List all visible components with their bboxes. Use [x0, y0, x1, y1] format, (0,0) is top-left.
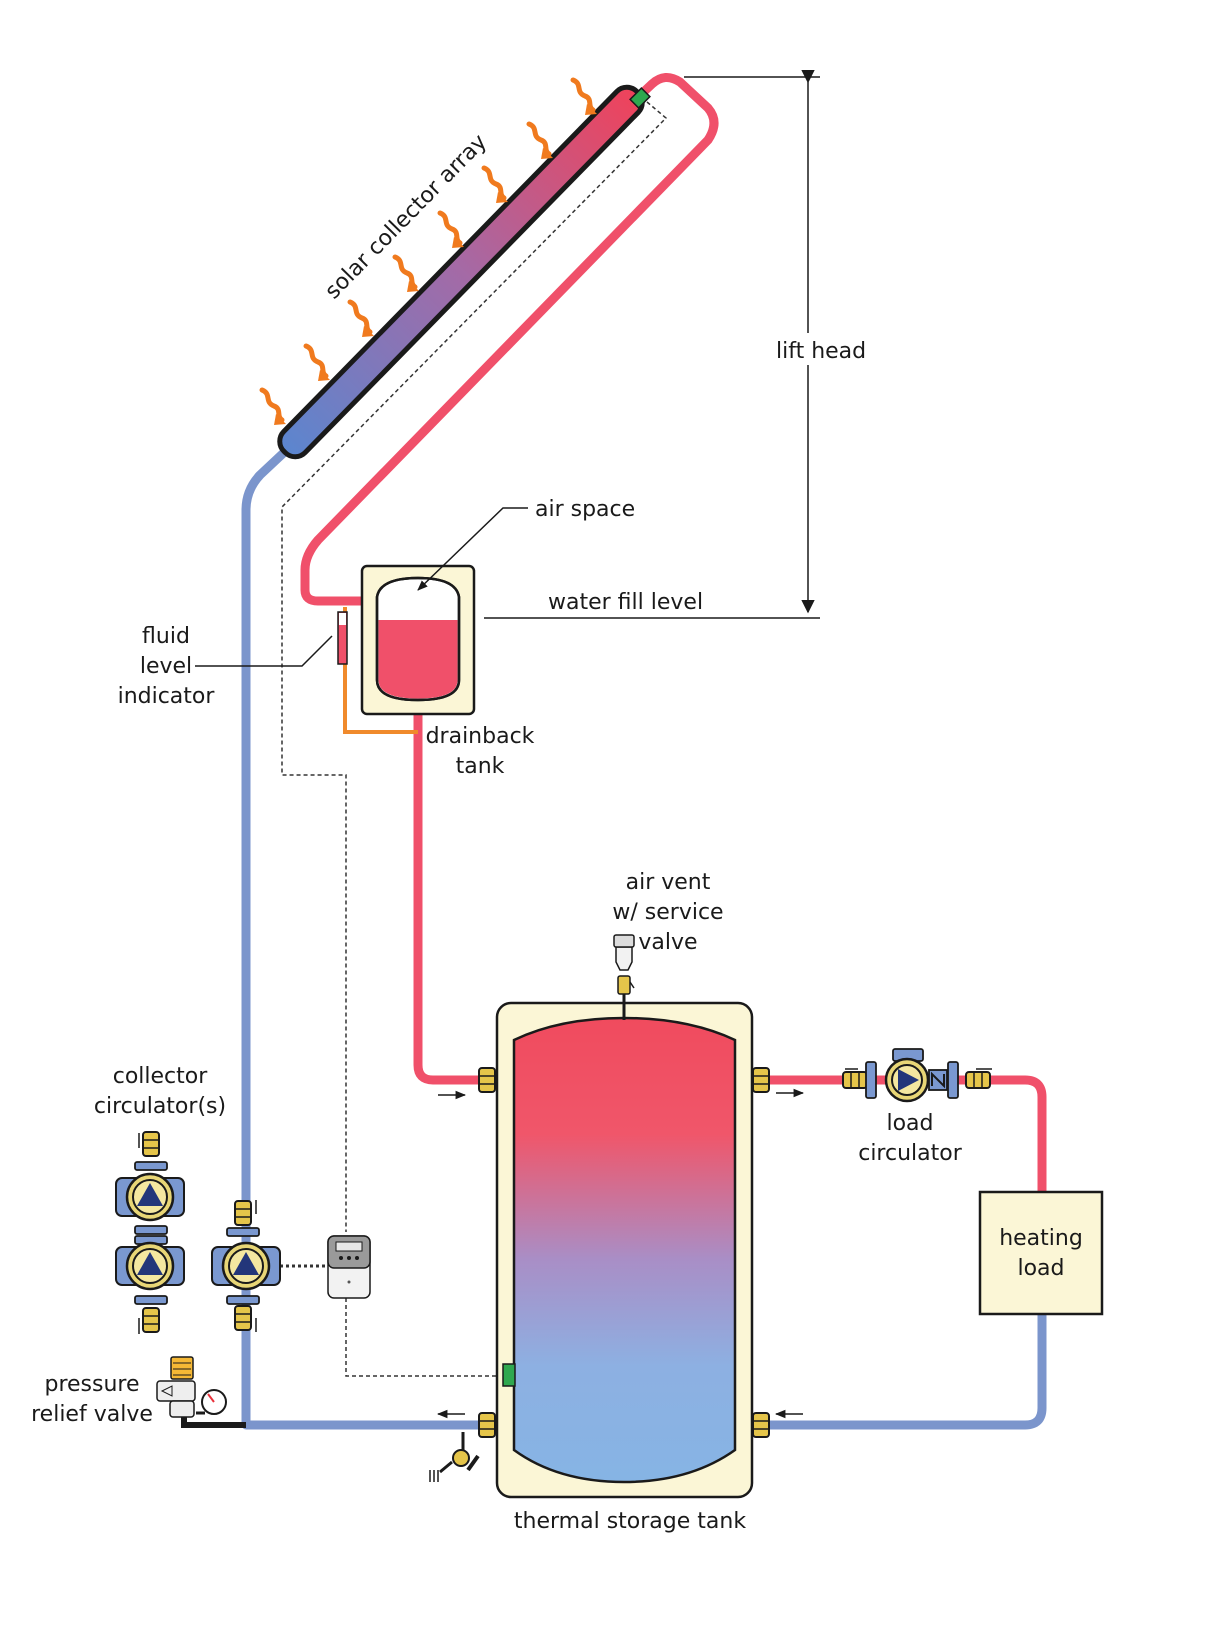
tank-fitting: [478, 1067, 496, 1093]
pressure-relief-label: relief valve: [31, 1402, 153, 1427]
drainback-to-storage-pipe: [413, 700, 514, 1085]
air-vent-label: air vent: [626, 870, 711, 895]
heating-load-box: [978, 1190, 1104, 1316]
tank-sensor-wire: [345, 1298, 507, 1377]
solar-collector: [277, 84, 645, 460]
heat-wave-icon: [350, 302, 374, 337]
fluid-level-label: level: [140, 654, 192, 679]
load-circulator-label: load: [886, 1111, 933, 1136]
load-supply-pipe: [735, 1075, 1047, 1193]
storage-tank-label: thermal storage tank: [514, 1509, 746, 1534]
air-vent-label: w/ service: [612, 900, 723, 925]
heating-load-label: load: [1017, 1256, 1064, 1281]
drainback-tank-label: drainback: [426, 724, 535, 749]
pressure-gauge: [196, 1389, 227, 1415]
air-vent-label: valve: [638, 930, 697, 955]
pressure-relief-valve: [156, 1356, 196, 1418]
tank-fitting: [752, 1412, 770, 1438]
collector-circulator-label: collector: [113, 1064, 208, 1089]
drain-valve: [429, 1432, 480, 1482]
water-fill-level-label: water fill level: [548, 590, 703, 615]
fluid-level-indicator: [337, 611, 348, 665]
heat-wave-icon: [484, 168, 508, 203]
heat-wave-icon: [529, 124, 553, 159]
air-space-label: air space: [535, 497, 635, 522]
tank-fitting: [752, 1067, 770, 1093]
fluid-level-label: fluid: [142, 624, 190, 649]
thermal-storage-tank: [495, 1001, 754, 1499]
fluid-level-label: indicator: [118, 684, 216, 709]
load-return-pipe: [735, 1312, 1047, 1430]
heat-wave-icon: [395, 257, 419, 292]
collector-circulator-label: circulator(s): [94, 1094, 226, 1119]
fluid-level-leader: [195, 635, 333, 667]
drainback-tank-label: tank: [456, 754, 505, 779]
load-circulator-label: circulator: [858, 1141, 962, 1166]
collector-return-pipe: [300, 73, 719, 606]
collector-supply-pipe: [241, 441, 515, 1430]
load-circulator: [842, 1048, 992, 1103]
collector-circulator: [210, 1200, 282, 1332]
air-space-leader: [417, 507, 528, 591]
differential-controller: [327, 1235, 371, 1299]
lift-head-label: lift head: [776, 339, 866, 364]
heat-wave-icon: [440, 213, 464, 248]
pressure-relief-label: pressure: [44, 1372, 139, 1397]
collector-sensor: [629, 87, 651, 109]
air-vent: [613, 934, 635, 1020]
tank-fitting: [478, 1412, 496, 1438]
heating-load-label: heating: [999, 1226, 1083, 1251]
heat-wave-icon: [262, 390, 286, 425]
heat-wave-icon: [306, 346, 330, 381]
drainback-tank: [360, 564, 476, 716]
tank-sensor: [502, 1363, 516, 1387]
heat-wave-icon: [573, 80, 597, 115]
collector-circulators-option: [114, 1131, 186, 1334]
